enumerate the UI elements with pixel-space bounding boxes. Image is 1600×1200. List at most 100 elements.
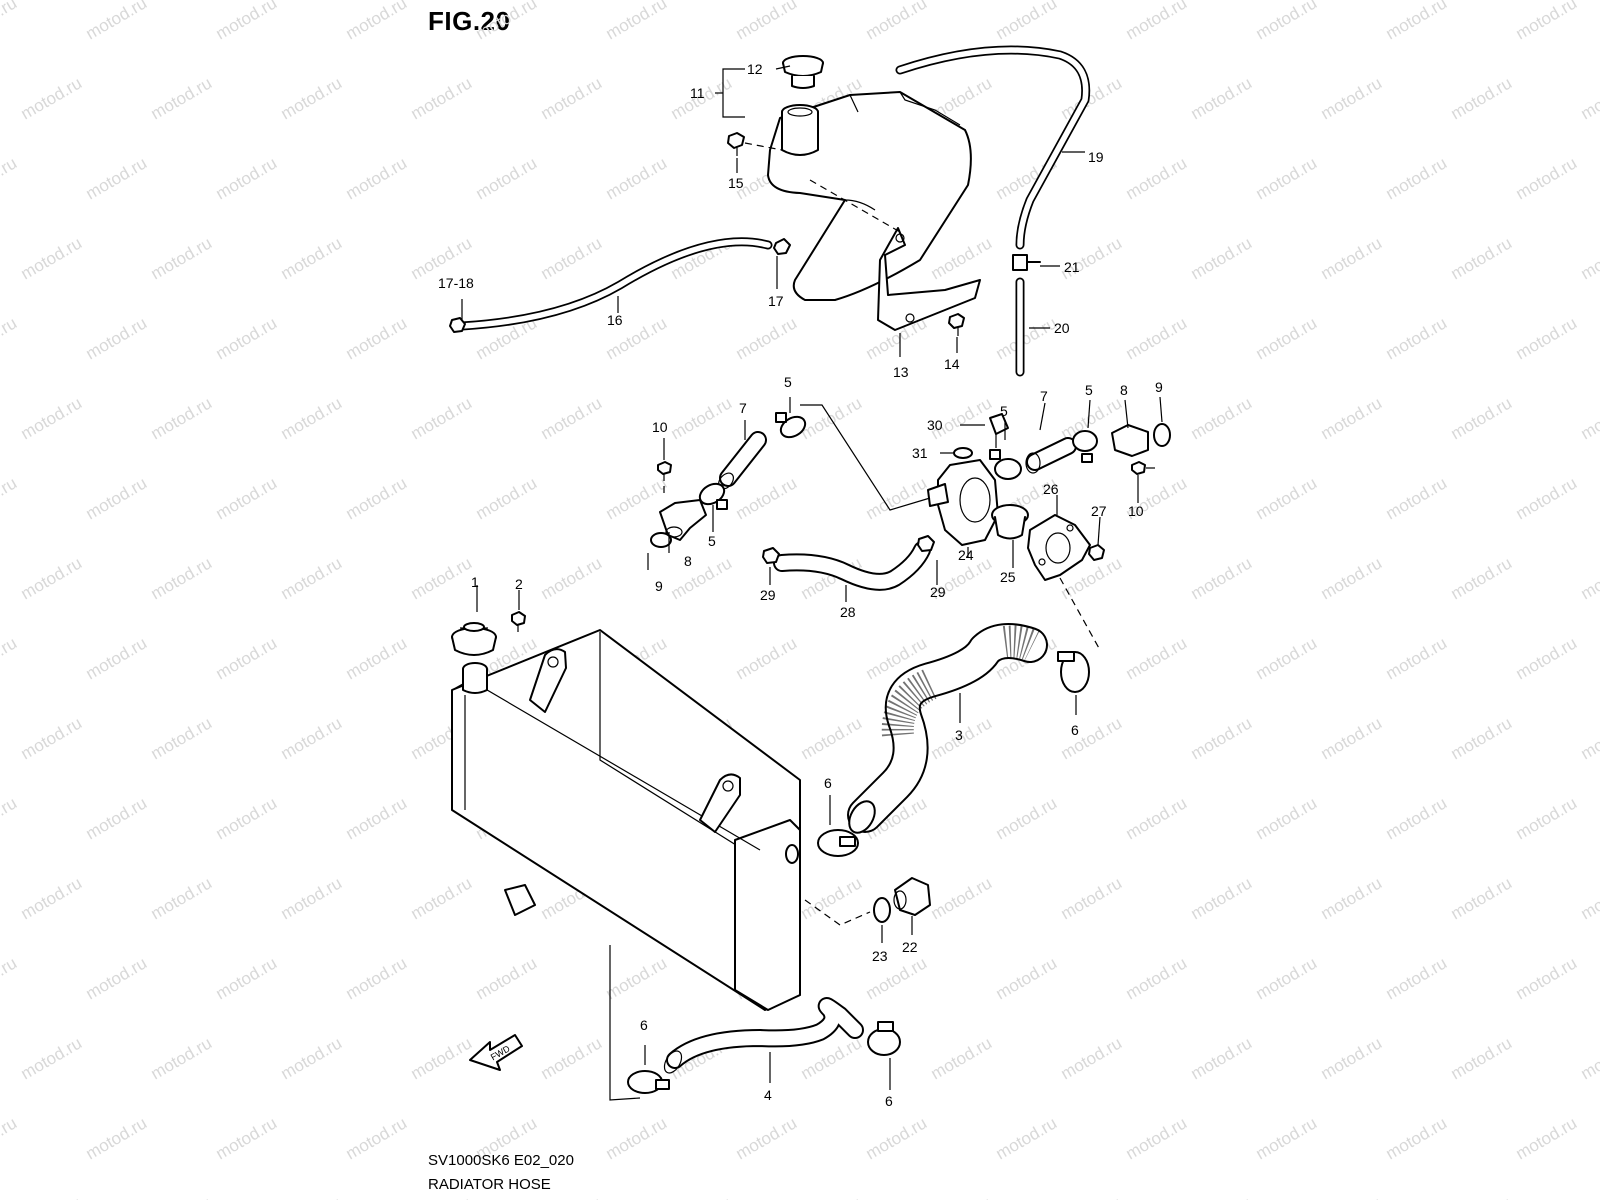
watermark-text: motod.ru [278, 873, 346, 923]
watermark-text: motod.ru [1188, 553, 1256, 603]
watermark-text: motod.ru [1318, 1033, 1386, 1083]
watermark-text: motod.ru [798, 873, 866, 923]
watermark-text: motod.ru [1318, 873, 1386, 923]
callout-28: 28 [840, 604, 856, 620]
callout-27: 27 [1091, 503, 1107, 519]
callout-31: 31 [912, 445, 928, 461]
watermark-text: motod.ru [603, 953, 671, 1003]
watermark-text: motod.ru [473, 473, 541, 523]
watermark-text: motod.ru [993, 313, 1061, 363]
callout-9-a: 9 [655, 578, 663, 594]
callout-10-a: 10 [652, 419, 668, 435]
hose-16 [449, 237, 791, 333]
reservoir-tank [767, 91, 972, 301]
watermark-text: motod.ru [0, 153, 20, 203]
callout-9-b: 9 [1155, 379, 1163, 395]
watermark-text: motod.ru [148, 393, 216, 443]
callout-2: 2 [515, 576, 523, 592]
clamp-29-left [762, 547, 780, 564]
callout-7-b: 7 [1040, 388, 1048, 404]
watermark-text: motod.ru [1253, 953, 1321, 1003]
watermark-text: motod.ru [278, 393, 346, 443]
callout-25: 25 [1000, 569, 1016, 585]
watermark-text: motod.ru [1578, 713, 1600, 763]
bolt-10-left [657, 461, 672, 498]
watermark-text: motod.ru [733, 633, 801, 683]
callout-24: 24 [958, 547, 974, 563]
watermark-text: motod.ru [538, 233, 606, 283]
watermark-text: motod.ru [18, 73, 86, 123]
hose-19 [895, 45, 1091, 250]
watermark-text: motod.ru [278, 553, 346, 603]
watermark-text: motod.ru [1123, 633, 1191, 683]
watermark-text: motod.ru [1318, 393, 1386, 443]
watermark-text: motod.ru [1123, 313, 1191, 363]
watermark-text: motod.ru [603, 0, 671, 43]
watermark-text: motod.ru [278, 1193, 346, 1200]
watermark-text: motod.ru [278, 1033, 346, 1083]
watermark-text: motod.ru [1383, 793, 1451, 843]
watermark-text: motod.ru [733, 313, 801, 363]
callout-16: 16 [607, 312, 623, 328]
clamp-29-right [917, 535, 935, 552]
callout-1: 1 [471, 574, 479, 590]
watermark-text: motod.ru [408, 1033, 476, 1083]
watermark-text: motod.ru [473, 153, 541, 203]
callout-5-d: 5 [1085, 382, 1093, 398]
watermark-text: motod.ru [603, 153, 671, 203]
watermark-text: motod.ru [278, 233, 346, 283]
joint-21 [1012, 254, 1041, 271]
watermark-text: motod.ru [1188, 873, 1256, 923]
watermark-text: motod.ru [83, 793, 151, 843]
clamp-6-lower-right [867, 1021, 901, 1056]
watermark-text: motod.ru [1318, 553, 1386, 603]
watermark-text: motod.ru [1318, 713, 1386, 763]
watermark-text: motod.ru [83, 633, 151, 683]
watermark-text: motod.ru [343, 313, 411, 363]
callout-6-d: 6 [885, 1093, 893, 1109]
watermark-text: motod.ru [1058, 873, 1126, 923]
watermark-text: motod.ru [83, 1113, 151, 1163]
watermark-text: motod.ru [733, 1113, 801, 1163]
watermark-text: motod.ru [473, 953, 541, 1003]
watermark-text: motod.ru [1058, 1193, 1126, 1200]
watermark-text: motod.ru [343, 473, 411, 523]
callout-30: 30 [927, 417, 943, 433]
watermark-text: motod.ru [18, 393, 86, 443]
watermark-text: motod.ru [668, 1193, 736, 1200]
clamp-6-mid [817, 829, 859, 857]
watermark-text: motod.ru [408, 73, 476, 123]
watermark-text: motod.ru [603, 473, 671, 523]
callout-19: 19 [1088, 149, 1104, 165]
clamp-5-upper-left [775, 412, 807, 439]
watermark-text: motod.ru [1448, 873, 1516, 923]
watermark-text: motod.ru [18, 873, 86, 923]
callout-22: 22 [902, 939, 918, 955]
watermark-text: motod.ru [1513, 1113, 1581, 1163]
callout-17: 17 [768, 293, 784, 309]
bracket [877, 227, 981, 331]
watermark-text: motod.ru [213, 633, 281, 683]
watermark-text: motod.ru [0, 473, 20, 523]
watermark-text: motod.ru [83, 953, 151, 1003]
callout-11: 11 [690, 85, 705, 101]
watermark-text: motod.ru [1448, 73, 1516, 123]
leader-lines [461, 65, 1163, 1101]
watermark-text: motod.ru [1383, 633, 1451, 683]
fwd-arrow-icon: FWD [469, 1034, 523, 1071]
watermark-text: motod.ru [343, 153, 411, 203]
watermark-text: motod.ru [278, 713, 346, 763]
watermark-text: motod.ru [1058, 1033, 1126, 1083]
callout-10-b: 10 [1128, 503, 1144, 519]
watermark-text: motod.ru [1123, 953, 1191, 1003]
watermark-text: motod.ru [1513, 953, 1581, 1003]
watermark-text: motod.ru [1513, 313, 1581, 363]
watermark-text: motod.ru [1383, 153, 1451, 203]
callout-5-a: 5 [784, 374, 792, 390]
watermark-text: motod.ru [148, 553, 216, 603]
clamp-6-upper-right [1057, 651, 1090, 693]
watermark-text: motod.ru [1448, 393, 1516, 443]
watermark-text: motod.ru [1318, 1193, 1386, 1200]
watermark-text: motod.ru [928, 233, 996, 283]
